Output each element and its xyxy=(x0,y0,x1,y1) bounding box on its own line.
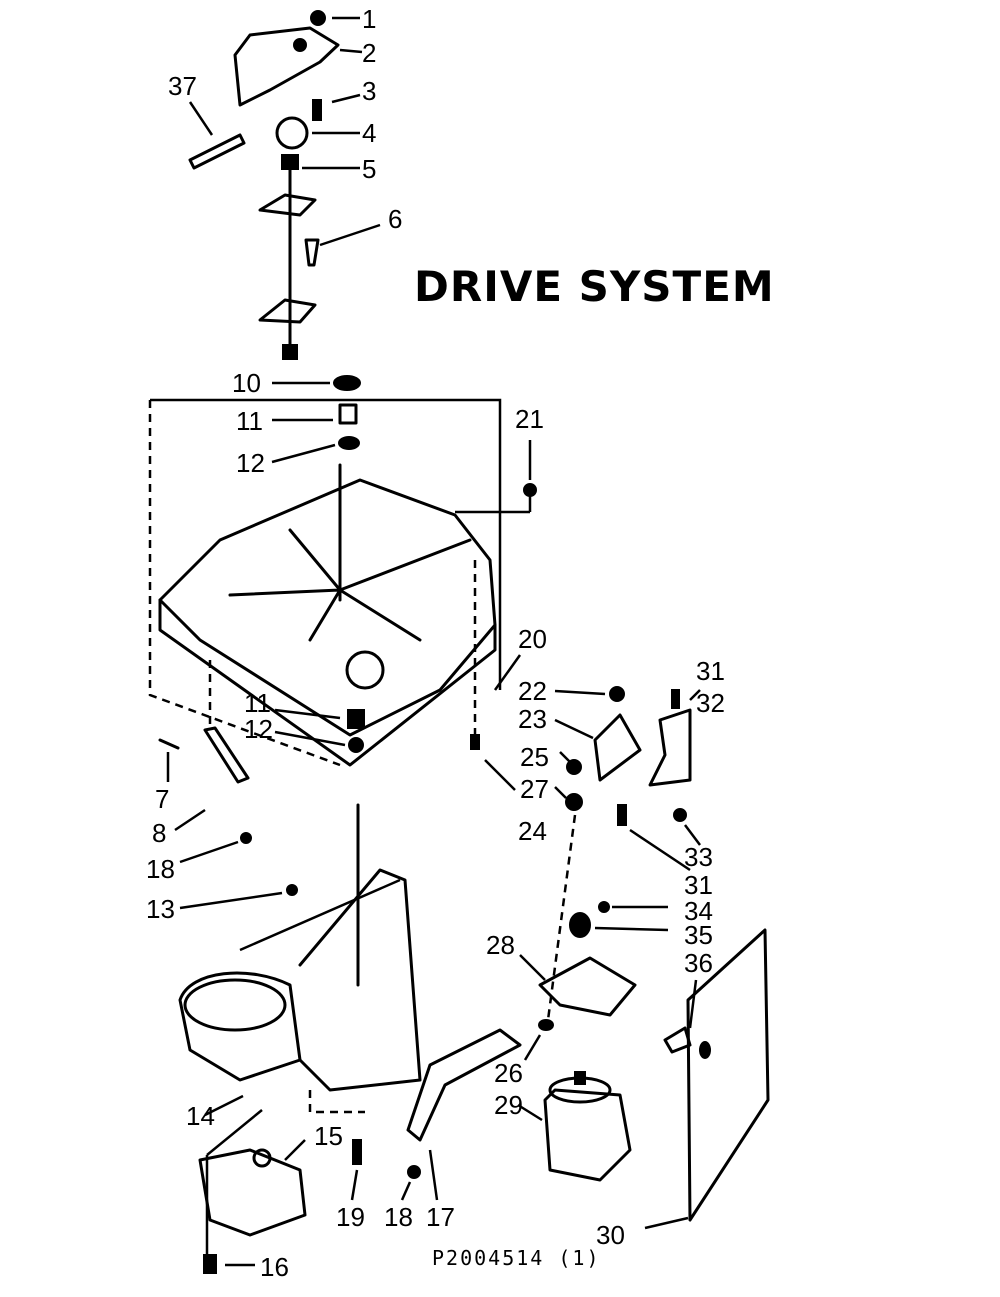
callout-31-upper: 31 xyxy=(696,656,725,686)
callout-11-upper: 11 xyxy=(236,406,263,436)
part-37-clip xyxy=(188,101,246,170)
drawing-code: P2004514 (1) xyxy=(432,1246,601,1270)
part-18-nut-lower xyxy=(400,1165,421,1201)
callout-15: 15 xyxy=(314,1121,343,1151)
callout-23: 23 xyxy=(518,704,547,734)
callout-33: 33 xyxy=(684,842,713,872)
part-21-nut xyxy=(455,440,537,514)
callout-17: 17 xyxy=(426,1202,455,1232)
callout-11-lower: 11 xyxy=(244,688,271,718)
callout-12-upper: 12 xyxy=(236,448,265,478)
callout-27: 27 xyxy=(520,774,549,804)
part-5-shaft-assembly xyxy=(258,154,360,360)
parts-11-12-lower xyxy=(274,708,365,753)
callout-7: 7 xyxy=(155,784,169,814)
part-24-bolt xyxy=(470,560,516,791)
part-6-pin xyxy=(304,223,381,267)
callout-25: 25 xyxy=(520,742,549,772)
callout-22: 22 xyxy=(518,676,547,706)
callout-3: 3 xyxy=(362,76,376,106)
callout-29: 29 xyxy=(494,1090,523,1120)
callout-32: 32 xyxy=(696,688,725,718)
callout-30: 30 xyxy=(596,1220,625,1250)
callout-18-upper: 18 xyxy=(146,854,175,884)
part-31-32-33-clip xyxy=(617,689,701,872)
callout-35: 35 xyxy=(684,920,713,950)
callout-16: 16 xyxy=(260,1252,289,1282)
part-30-panel xyxy=(644,928,770,1230)
callout-37: 37 xyxy=(168,71,197,101)
callout-18-lower: 18 xyxy=(384,1202,413,1232)
part-34-35-fasteners xyxy=(569,901,669,938)
part-15-16-pump xyxy=(198,1109,307,1274)
part-36-clip xyxy=(663,979,698,1054)
part-17-belt-link xyxy=(406,1028,522,1201)
part-3-screw xyxy=(312,93,361,121)
callout-28: 28 xyxy=(486,930,515,960)
callout-6: 6 xyxy=(388,204,402,234)
callout-36: 36 xyxy=(684,948,713,978)
callout-1: 1 xyxy=(362,4,376,34)
callout-26: 26 xyxy=(494,1058,523,1088)
part-2-bracket xyxy=(233,26,363,107)
callout-24: 24 xyxy=(518,816,547,846)
callout-21: 21 xyxy=(515,404,544,434)
parts-7-8-18-link xyxy=(158,660,252,864)
parts-10-11-12-upper xyxy=(271,375,361,464)
callout-5: 5 xyxy=(362,154,376,184)
callout-19: 19 xyxy=(336,1202,365,1232)
part-28-motor-bracket xyxy=(519,954,637,1061)
callout-31-lower: 31 xyxy=(684,870,713,900)
part-22-23-bracket xyxy=(554,686,642,782)
part-19-screw xyxy=(350,1139,362,1201)
part-1-nut xyxy=(310,10,360,26)
callout-12-lower: 12 xyxy=(244,714,273,744)
part-25-27-fasteners xyxy=(546,751,583,1021)
callout-8: 8 xyxy=(152,818,166,848)
callout-20: 20 xyxy=(518,624,547,654)
part-4-seal xyxy=(275,116,360,150)
callout-34: 34 xyxy=(684,896,713,926)
transmission-assembly xyxy=(178,803,422,1117)
part-20-tub-support xyxy=(148,398,522,767)
callout-10: 10 xyxy=(232,368,261,398)
callout-2: 2 xyxy=(362,38,376,68)
callout-4: 4 xyxy=(362,118,376,148)
callout-13: 13 xyxy=(146,894,175,924)
callout-14: 14 xyxy=(186,1101,215,1131)
diagram-title: DRIVE SYSTEM xyxy=(414,262,775,311)
part-29-motor xyxy=(517,1071,632,1182)
